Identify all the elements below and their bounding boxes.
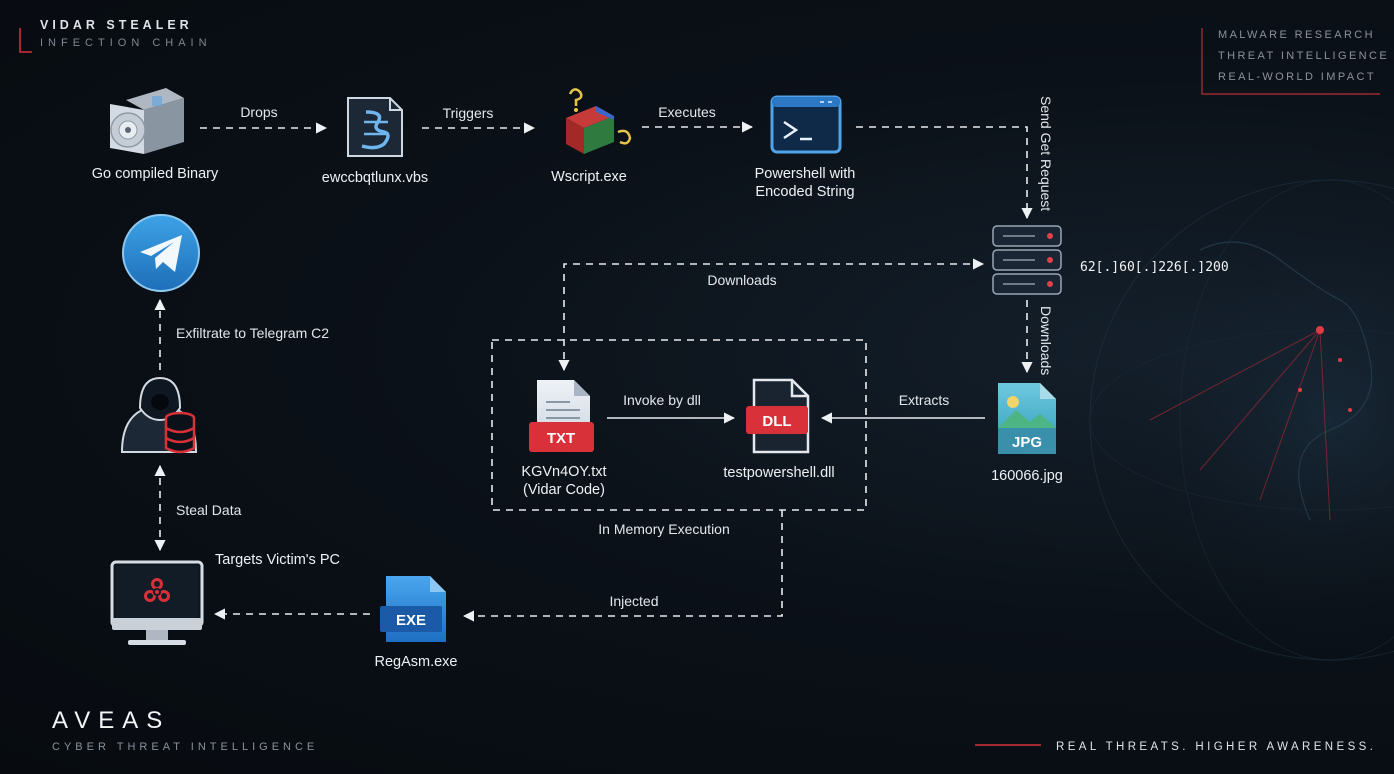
header: VIDAR STEALER INFECTION CHAIN: [19, 18, 212, 53]
tagline: REAL THREATS. HIGHER AWARENESS.: [1056, 741, 1376, 753]
meta-line-2: THREAT INTELLIGENCE: [1218, 50, 1389, 62]
telegram-icon: [122, 214, 200, 292]
node-server-ip: 62[.]60[.]226[.]200: [1080, 260, 1229, 275]
brand-subtitle: CYBER THREAT INTELLIGENCE: [52, 741, 318, 753]
diagram-title: VIDAR STEALER: [40, 18, 193, 32]
hacker-database-icon: [120, 376, 198, 454]
label-steal: Steal Data: [176, 502, 242, 518]
label-send-get: Send Get Request: [1038, 96, 1054, 211]
node-go-binary: Go compiled Binary: [92, 166, 219, 182]
node-txt-line2: (Vidar Code): [523, 482, 605, 498]
label-invoke: Invoke by dll: [623, 392, 701, 408]
exe-file-icon: EXE: [380, 576, 446, 642]
dll-file-icon: DLL: [746, 378, 810, 454]
label-executes: Executes: [658, 104, 716, 120]
node-txt-line1: KGVn4OY.txt: [521, 464, 606, 480]
label-triggers: Triggers: [443, 105, 494, 121]
label-downloads-left: Downloads: [707, 272, 776, 288]
server-icon: [992, 225, 1062, 295]
node-wscript: Wscript.exe: [551, 169, 627, 185]
node-vbs: ewccbqtlunx.vbs: [322, 170, 428, 186]
label-drops: Drops: [240, 104, 277, 120]
footer-brand: AVEAS CYBER THREAT INTELLIGENCE: [52, 707, 318, 753]
label-exfiltrate: Exfiltrate to Telegram C2: [176, 325, 329, 341]
label-injected: Injected: [609, 593, 658, 609]
right-meta: MALWARE RESEARCH THREAT INTELLIGENCE REA…: [1201, 28, 1389, 95]
powershell-icon: [770, 95, 842, 154]
wscript-cube-icon: [566, 88, 632, 154]
in-memory-box: [491, 339, 867, 511]
label-downloads-down: Downloads: [1038, 306, 1054, 375]
jpg-badge: JPG: [1012, 434, 1042, 451]
node-regasm: RegAsm.exe: [374, 654, 457, 670]
edge-downloads-left: [558, 258, 985, 372]
node-dll: testpowershell.dll: [723, 465, 834, 481]
exe-badge: EXE: [396, 612, 426, 629]
monitor-biohazard-icon: [110, 560, 204, 645]
edge-injected: [462, 510, 783, 622]
txt-file-icon: TXT: [529, 380, 594, 452]
node-jpg: 160066.jpg: [991, 468, 1063, 484]
label-extracts: Extracts: [899, 392, 950, 408]
installer-icon: [110, 88, 184, 154]
txt-badge: TXT: [547, 430, 575, 447]
brand-logo: AVEAS: [52, 707, 170, 734]
dll-badge: DLL: [762, 413, 791, 430]
node-powershell-line2: Encoded String: [755, 184, 854, 200]
edge-labels: Drops Triggers Executes Send Get Request…: [176, 96, 1054, 609]
globe-decoration: [1070, 160, 1394, 680]
label-in-memory: In Memory Execution: [598, 521, 730, 537]
diagram-subtitle: INFECTION CHAIN: [40, 37, 212, 49]
meta-line-3: REAL-WORLD IMPACT: [1218, 71, 1376, 83]
node-victim: Targets Victim's PC: [215, 552, 340, 568]
edges: [154, 121, 1033, 622]
node-powershell-line1: Powershell with: [755, 166, 856, 182]
footer-tagline: REAL THREATS. HIGHER AWARENESS.: [975, 741, 1376, 753]
jpg-file-icon: JPG: [998, 383, 1056, 454]
edge-send-get: [856, 126, 1033, 220]
script-file-icon: [347, 97, 403, 157]
meta-line-1: MALWARE RESEARCH: [1218, 29, 1375, 41]
